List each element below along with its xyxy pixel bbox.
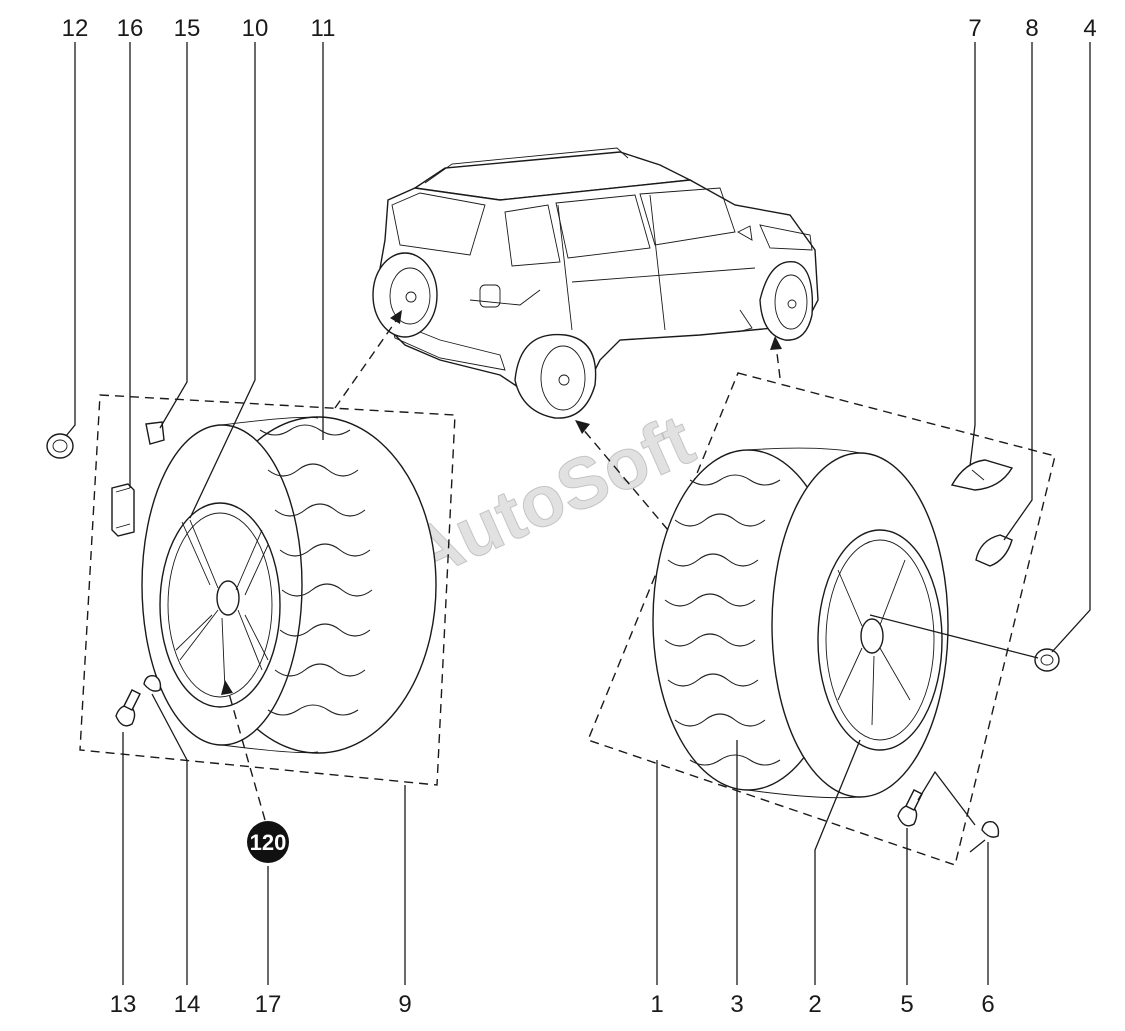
part-8-weight [975, 534, 1013, 567]
callout-5: 5 [900, 991, 913, 1018]
callout-14: 14 [174, 991, 201, 1018]
leader-lines [65, 42, 1091, 985]
callout-1: 1 [650, 991, 663, 1018]
callout-15: 15 [174, 15, 201, 42]
part-7-clip [950, 459, 1014, 491]
callout-2: 2 [808, 991, 821, 1018]
right-wheel-group [587, 372, 1060, 866]
callout-9: 9 [398, 991, 411, 1018]
speed-limit-badge: 120 [247, 821, 289, 863]
left-group-frame [79, 394, 456, 786]
part-15 [145, 421, 165, 445]
callout-6: 6 [981, 991, 994, 1018]
callout-3: 3 [730, 991, 743, 1018]
right-tread-pattern [664, 474, 781, 766]
vehicle-illustration [372, 147, 819, 419]
part-16-label [111, 483, 135, 537]
callout-12: 12 [62, 15, 89, 42]
part-4-nut [1034, 648, 1060, 672]
callout-16: 16 [117, 15, 144, 42]
callout-11: 11 [311, 15, 336, 42]
left-wheel-group [46, 394, 456, 786]
part-13-valve [115, 689, 141, 727]
badge-text: 120 [250, 830, 287, 855]
right-group-frame [587, 372, 1056, 866]
assembly-arrows [221, 310, 782, 821]
callout-labels: 12 16 15 10 11 7 8 4 13 14 17 9 1 3 2 5 … [62, 15, 1097, 1018]
part-5-valve [897, 789, 923, 827]
callout-13: 13 [110, 991, 137, 1018]
part-12-nut [46, 433, 74, 459]
callout-4: 4 [1083, 15, 1096, 42]
left-tread-pattern [259, 424, 373, 716]
callout-8: 8 [1025, 15, 1038, 42]
callout-7: 7 [968, 15, 981, 42]
callout-10: 10 [242, 15, 269, 42]
callout-17: 17 [255, 991, 282, 1018]
part-6-cap [981, 820, 1000, 838]
part-14-cap [143, 674, 162, 692]
